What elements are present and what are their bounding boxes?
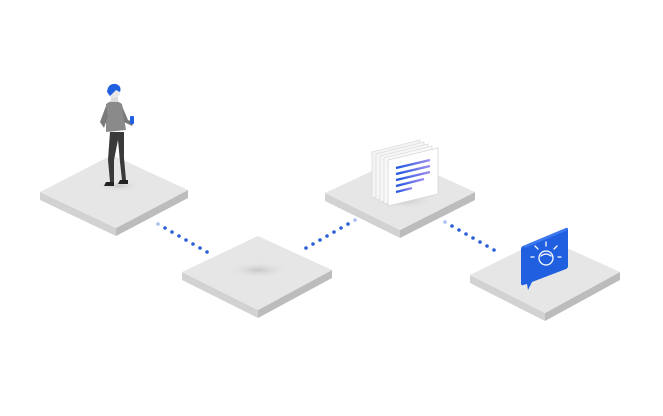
platform-voice [182, 236, 332, 318]
person-icon [100, 83, 134, 186]
connector-3 [443, 220, 496, 252]
connector-2 [304, 218, 357, 250]
document-stack-icon [371, 139, 439, 207]
waveform-icon [220, 226, 288, 282]
platform-user [40, 155, 188, 236]
chat-bubble-lightbulb-icon [521, 227, 568, 290]
connector-1 [156, 222, 209, 254]
